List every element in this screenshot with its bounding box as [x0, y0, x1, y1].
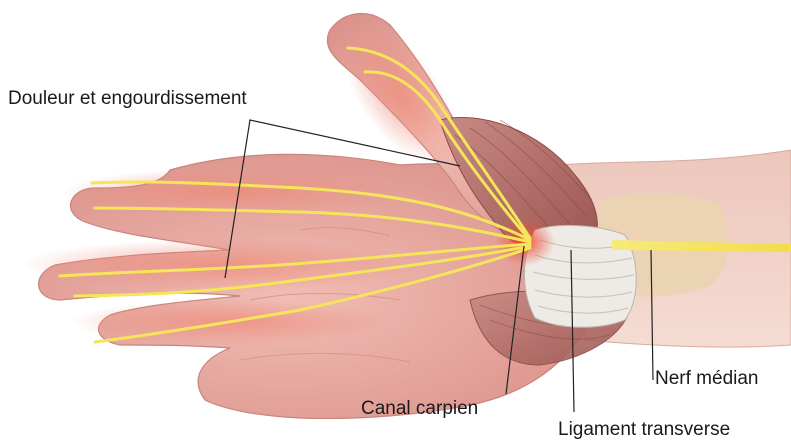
- label-douleur-engourdissement: Douleur et engourdissement: [8, 88, 247, 110]
- label-canal-carpien: Canal carpien: [361, 398, 478, 420]
- glow-middle: [20, 239, 420, 291]
- label-nerf-median: Nerf médian: [655, 368, 759, 390]
- label-ligament-transverse: Ligament transverse: [558, 419, 730, 441]
